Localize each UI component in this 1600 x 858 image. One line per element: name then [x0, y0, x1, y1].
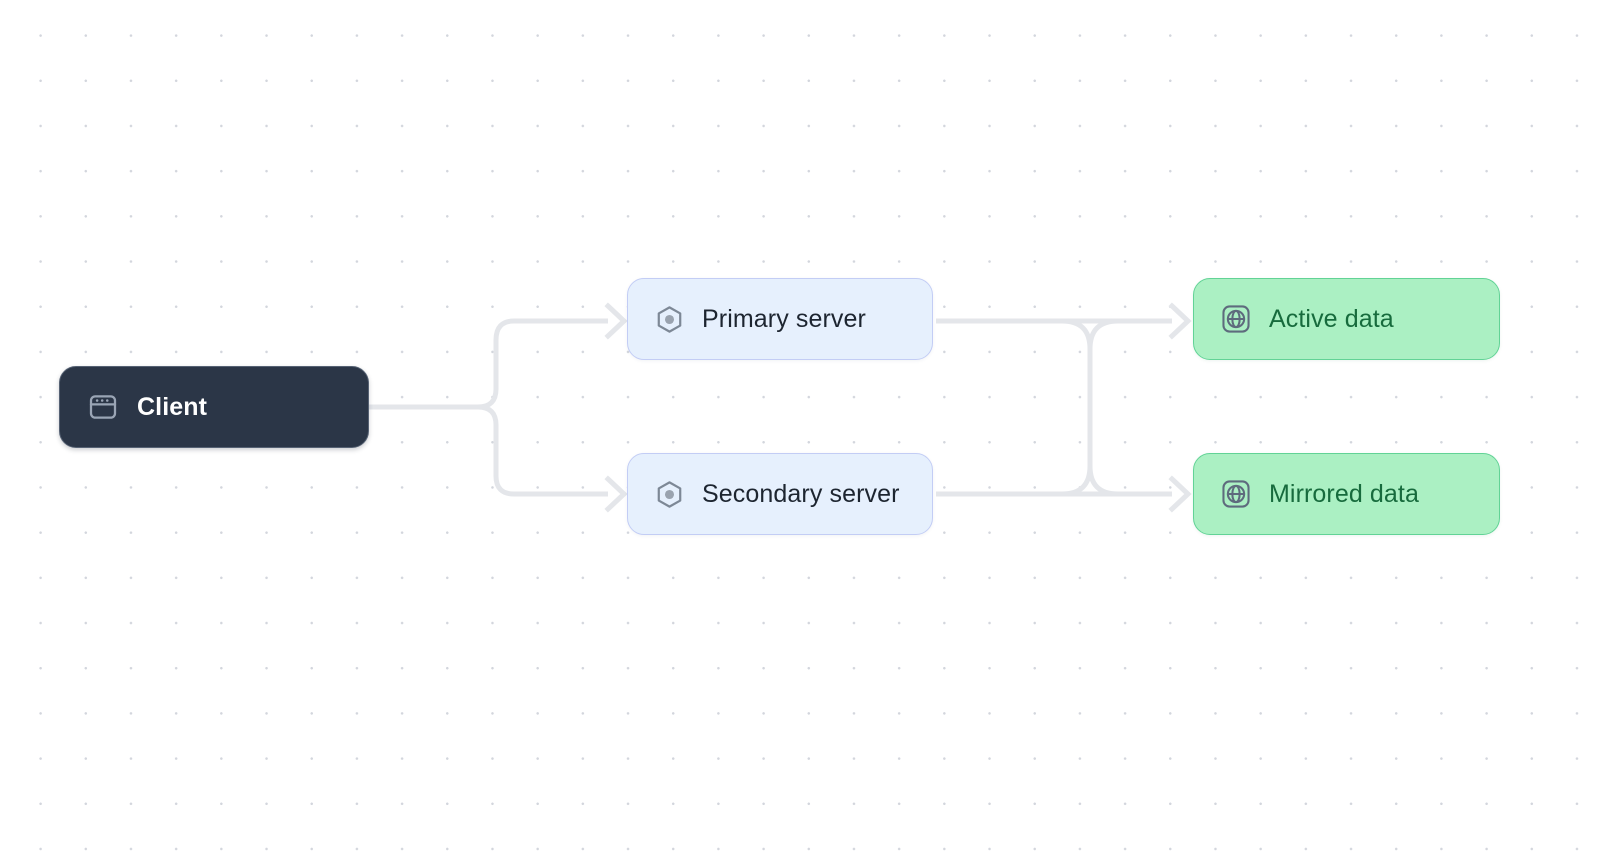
node-active-data[interactable]: Active data [1193, 278, 1500, 360]
browser-window-icon [87, 391, 119, 423]
node-mirrored-data[interactable]: Mirrored data [1193, 453, 1500, 535]
node-secondary-server-label: Secondary server [702, 479, 900, 508]
node-secondary-server[interactable]: Secondary server [627, 453, 933, 535]
globe-icon [1220, 478, 1252, 510]
hexagon-node-icon [654, 304, 685, 335]
node-mirrored-data-label: Mirrored data [1269, 479, 1419, 508]
globe-icon [1220, 303, 1252, 335]
node-client[interactable]: Client [59, 366, 369, 448]
node-primary-server[interactable]: Primary server [627, 278, 933, 360]
node-client-label: Client [137, 392, 208, 421]
node-active-data-label: Active data [1269, 304, 1394, 333]
node-primary-server-label: Primary server [702, 304, 866, 333]
hexagon-node-icon [654, 479, 685, 510]
